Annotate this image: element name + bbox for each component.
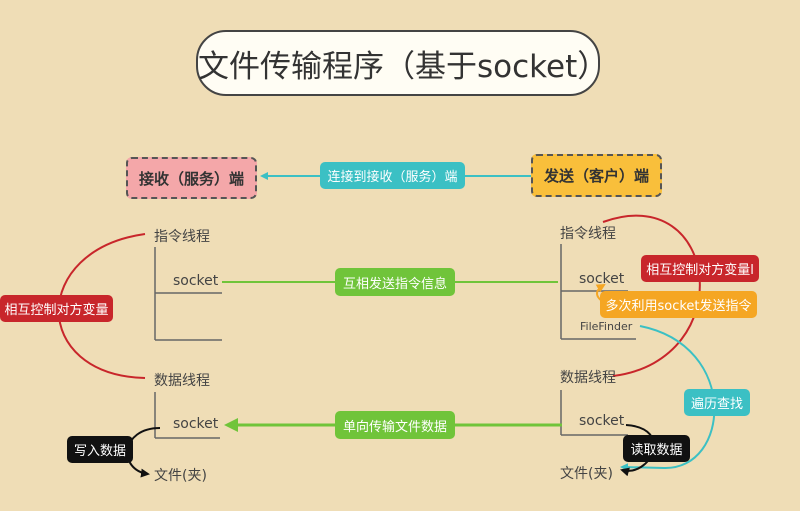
receiver-node: 接收（服务）端 xyxy=(126,157,257,199)
sender-data-thread: 数据线程 xyxy=(560,370,616,386)
receiver-command-thread: 指令线程 xyxy=(154,229,210,245)
write-tag: 写入数据 xyxy=(67,436,133,463)
sender-node: 发送（客户）端 xyxy=(531,154,662,197)
page-title: 文件传输程序（基于socket） xyxy=(196,30,608,96)
receiver-tree xyxy=(154,247,222,439)
sender-command-socket: socket xyxy=(579,271,625,287)
sender-file: 文件(夹) xyxy=(560,466,613,482)
sender-data-socket: socket xyxy=(579,413,625,429)
traverse-tag: 遍历查找 xyxy=(684,389,750,416)
sender-control-tag: 相互控制对方变量l xyxy=(641,255,759,282)
receiver-data-thread: 数据线程 xyxy=(154,373,210,389)
multi-send-tag: 多次利用socket发送指令 xyxy=(600,291,757,318)
receiver-command-socket: socket xyxy=(173,273,219,289)
receiver-data-socket: socket xyxy=(173,416,219,432)
connect-label: 连接到接收（服务）端 xyxy=(320,162,465,189)
commands-label: 互相发送指令信息 xyxy=(335,268,455,296)
read-tag: 读取数据 xyxy=(623,435,690,462)
receiver-control-tag: 相互控制对方变量 xyxy=(0,295,113,322)
receiver-file: 文件(夹) xyxy=(154,468,207,484)
sender-file-finder: FileFinder xyxy=(580,320,633,333)
data-label: 单向传输文件数据 xyxy=(335,411,455,439)
sender-command-thread: 指令线程 xyxy=(560,226,616,242)
